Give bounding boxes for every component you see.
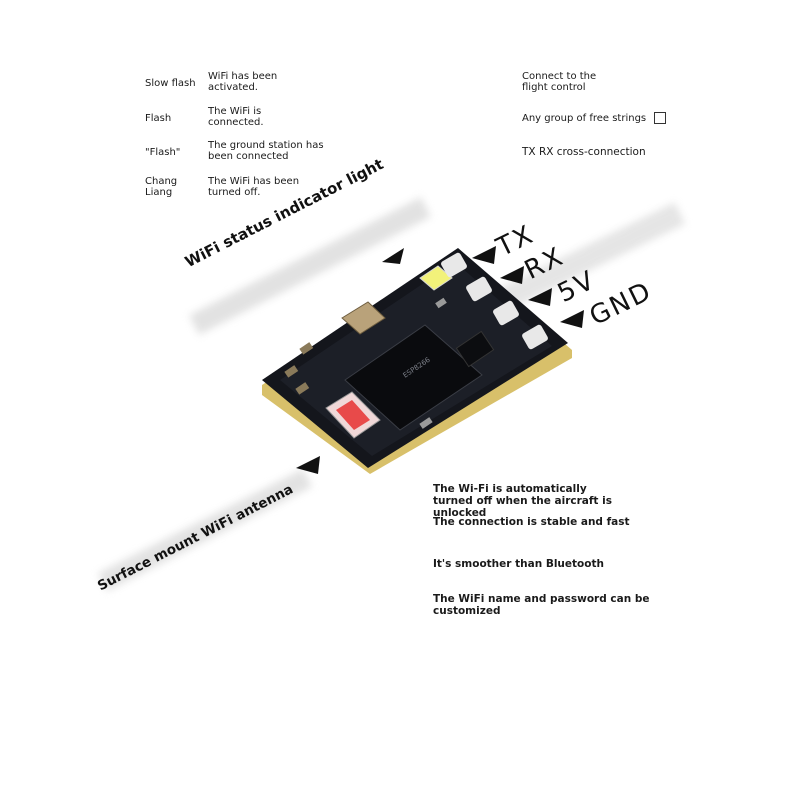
note-connect-flight-control: Connect to the flight control bbox=[522, 71, 597, 93]
arrow-gnd-icon bbox=[560, 310, 584, 328]
pin-labels-shadow bbox=[494, 202, 686, 312]
feature-auto-off: The Wi-Fi is automatically turned off wh… bbox=[433, 483, 612, 519]
arrow-tx-icon bbox=[472, 246, 496, 264]
arrow-rx-icon bbox=[500, 266, 524, 284]
feature-smoother-bluetooth: It's smoother than Bluetooth bbox=[433, 558, 604, 570]
note-free-strings-label: Any group of free strings bbox=[522, 113, 647, 124]
legend-value-flash: The WiFi is connected. bbox=[208, 106, 264, 128]
main-chip: ESP8266 bbox=[344, 324, 483, 431]
legend-key-flash: Flash bbox=[145, 113, 172, 124]
legend-key-flash-quoted: "Flash" bbox=[145, 147, 181, 158]
solder-pads bbox=[441, 252, 548, 350]
feature-customizable: The WiFi name and password can be custom… bbox=[433, 593, 650, 617]
led-indicator bbox=[419, 265, 453, 291]
legend-value-turned-off: The WiFi has been turned off. bbox=[208, 176, 300, 198]
note-tx-rx-cross: TX RX cross-connection bbox=[522, 146, 646, 158]
legend-value-slow-flash: WiFi has been activated. bbox=[208, 71, 278, 93]
wifi-antenna-connector bbox=[325, 391, 381, 439]
legend-key-slow-flash: Slow flash bbox=[145, 78, 196, 89]
callout-shadow-antenna bbox=[97, 468, 313, 592]
note-free-strings: Any group of free strings bbox=[522, 112, 692, 124]
smd-components bbox=[284, 297, 495, 429]
legend-value-ground-station: The ground station has been connected bbox=[208, 140, 324, 162]
callout-shadow-indicator bbox=[189, 197, 431, 335]
arrow-indicator-icon bbox=[382, 248, 404, 264]
arrow-antenna-icon bbox=[296, 456, 320, 474]
checkbox-icon bbox=[654, 112, 667, 124]
arrow-5v-icon bbox=[528, 288, 552, 306]
crystal-component bbox=[341, 301, 386, 335]
feature-stable-fast: The connection is stable and fast bbox=[433, 516, 630, 528]
legend-key-chang-liang: Chang Liang bbox=[145, 176, 178, 198]
arrow-icons bbox=[296, 246, 584, 474]
